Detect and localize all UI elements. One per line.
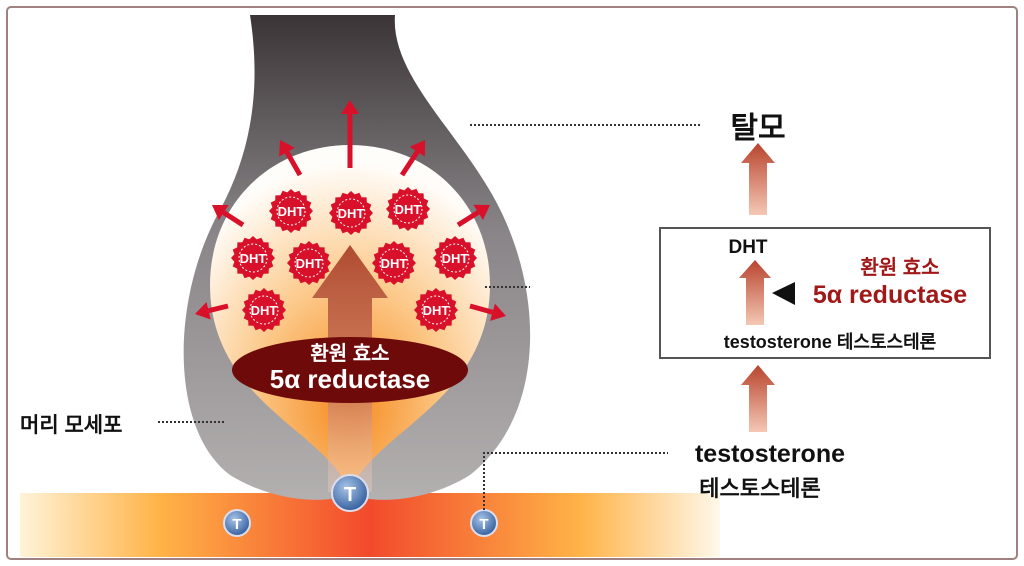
arrow-head-icon (341, 100, 359, 114)
box-product: DHT (728, 237, 767, 258)
diffusion-arrow (222, 210, 245, 228)
t-marker-left: T (223, 509, 251, 537)
svg-text:DHT: DHT (395, 202, 422, 217)
up-arrow-icon (741, 143, 775, 215)
diffusion-arrow (399, 150, 420, 177)
svg-text:DHT: DHT (442, 251, 469, 266)
conversion-box: DHT 환원 효소 5α reductase testosterone 테스토스… (659, 227, 991, 359)
dht-badge: DHT (329, 191, 373, 235)
testosterone-ko-label: 테스토스테론 (699, 476, 820, 501)
enzyme-en-label: 5α reductase (270, 364, 431, 394)
svg-text:DHT: DHT (423, 303, 450, 318)
scalp-cell-label: 머리 모세포 (20, 414, 122, 437)
scalp-band (20, 493, 720, 557)
up-arrow-icon (739, 260, 771, 325)
svg-text:T: T (344, 484, 356, 506)
pointer-triangle-icon (772, 282, 795, 305)
diffusion-arrow (284, 150, 303, 177)
svg-text:DHT: DHT (251, 303, 278, 318)
testosterone-en-label: testosterone (695, 440, 845, 468)
dht-badge: DHT (231, 236, 275, 280)
dht-diffusion-arrows (195, 100, 506, 321)
dht-badge: DHT (414, 288, 458, 332)
arrow-head-icon (195, 301, 211, 320)
svg-text:DHT: DHT (278, 204, 305, 219)
diffusion-arrow (208, 303, 229, 314)
dht-badges: DHT DHT DHT DHT DHT DHT DHT DHT DHT (231, 187, 477, 332)
svg-text:DHT: DHT (338, 206, 365, 221)
svg-text:DHT: DHT (296, 256, 323, 271)
enzyme-ellipse (232, 337, 468, 403)
box-substrate: testosterone 테스토스테론 (724, 332, 936, 352)
svg-text:T: T (232, 516, 241, 533)
dht-badge: DHT (269, 189, 313, 233)
box-enzyme-en: 5α reductase (813, 281, 967, 309)
dht-badge: DHT (386, 187, 430, 231)
t-marker-main: T (331, 474, 369, 512)
leader-lines (158, 124, 700, 510)
enzyme-ko-label: 환원 효소 (310, 342, 389, 365)
arrow-head-icon (490, 303, 506, 321)
t-marker-right: T (470, 509, 498, 537)
hair-loss-label: 탈모 (730, 112, 785, 145)
svg-text:DHT: DHT (381, 256, 408, 271)
dht-badge: DHT (372, 241, 416, 285)
diffusion-arrow (469, 303, 494, 315)
svg-text:DHT: DHT (240, 251, 267, 266)
dht-badge: DHT (433, 236, 477, 280)
dht-badge: DHT (287, 241, 331, 285)
box-enzyme-ko: 환원 효소 (860, 256, 939, 279)
up-arrow-icon (741, 365, 775, 432)
arrow-head-icon (409, 140, 425, 157)
arrow-head-icon (279, 140, 295, 157)
arrow-head-icon (473, 204, 490, 221)
dht-badge: DHT (242, 288, 286, 332)
svg-text:T: T (479, 516, 488, 533)
arrow-head-icon (212, 205, 229, 221)
diffusion-arrow (456, 210, 480, 228)
